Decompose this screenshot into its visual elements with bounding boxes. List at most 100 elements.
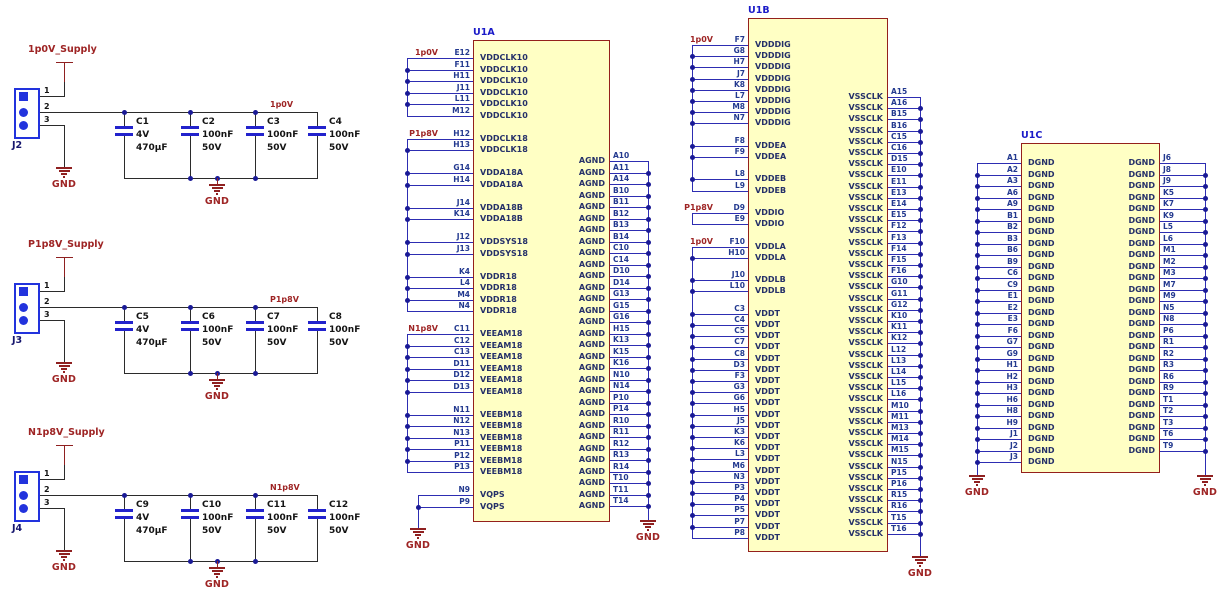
- junction-dot: [646, 274, 651, 279]
- pin-name: VDDT: [755, 488, 780, 497]
- pin-name: AGND: [578, 478, 605, 487]
- pin-number: N11: [453, 404, 470, 414]
- pin-name: VSSCLK: [848, 192, 883, 202]
- junction-dot: [405, 286, 410, 291]
- cap-wire: [255, 307, 256, 321]
- pin-wire: [610, 172, 648, 174]
- net-label: 1p0V: [414, 48, 438, 57]
- pin-number: H14: [453, 174, 470, 184]
- pin-name: VDDEA: [755, 152, 787, 161]
- gnd-label: GND: [51, 179, 77, 190]
- junction-dot: [918, 464, 923, 470]
- pin-name: AGND: [578, 317, 605, 326]
- capacitor-plate: [115, 328, 133, 331]
- pin-wire: [610, 310, 648, 312]
- bus-wire: [418, 495, 419, 529]
- junction-dot: [918, 498, 923, 504]
- pin-number: K7: [1163, 199, 1175, 208]
- bus-wire: [977, 163, 978, 476]
- junction-dot: [690, 479, 695, 485]
- pin-wire: [888, 500, 920, 502]
- pin-wire: [1160, 439, 1205, 440]
- pin-name: AGND: [578, 432, 605, 441]
- pin-name: AGND: [578, 420, 605, 430]
- pin-wire: [610, 356, 648, 358]
- junction-dot: [918, 106, 923, 112]
- gnd-symbol-bar: [645, 526, 651, 528]
- pin-wire: [610, 322, 648, 323]
- pin-number: L8: [735, 169, 745, 179]
- pin-wire: [888, 141, 920, 143]
- pin-number: H2: [1006, 371, 1019, 381]
- bus-wire: [1205, 163, 1206, 476]
- pin-wire: [692, 481, 748, 483]
- junction-dot: [975, 230, 980, 235]
- pin-name: VDDDIG: [755, 118, 791, 128]
- pin-wire: [610, 460, 648, 461]
- pin-wire: [977, 370, 1021, 371]
- junction-dot: [646, 412, 651, 417]
- pin-name: VDDT: [755, 432, 780, 441]
- pin-name: VSSCLK: [848, 136, 883, 146]
- junction-dot: [405, 389, 410, 395]
- pin-number: N10: [613, 369, 630, 379]
- pin-name: AGND: [578, 466, 605, 476]
- capacitor-plate: [181, 509, 199, 512]
- pin-number: M4: [457, 289, 470, 299]
- pin-name: DGND: [1128, 238, 1155, 248]
- pin-name: VSSCLK: [848, 472, 883, 482]
- pin-wire: [888, 388, 920, 390]
- pin-number: J6: [1163, 153, 1172, 162]
- pin-wire: [692, 425, 748, 427]
- capacitor-plate: [115, 509, 133, 512]
- gnd-label: GND: [405, 540, 431, 551]
- pin-wire: [888, 265, 920, 266]
- pin-name: VSSCLK: [848, 248, 883, 258]
- pin-number: T15: [891, 512, 907, 522]
- pin-wire: [888, 433, 920, 434]
- pin-wire: [888, 298, 920, 300]
- bus-wire: [692, 213, 693, 226]
- pin-name: VDDEB: [755, 174, 787, 184]
- gnd-symbol-bar: [56, 362, 72, 364]
- junction-dot: [690, 278, 695, 284]
- junction-dot: [690, 121, 695, 127]
- junction-dot: [187, 110, 193, 115]
- gnd-symbol-bar: [61, 173, 67, 175]
- junction-dot: [405, 424, 410, 429]
- capacitor-value: 50V: [267, 143, 287, 153]
- pin-wire: [888, 231, 920, 233]
- pin-wire: [610, 195, 648, 197]
- pin-number: H13: [453, 140, 470, 149]
- capacitor-plate: [246, 126, 264, 129]
- pin-number: F8: [734, 135, 745, 145]
- net-label: P1p8V: [409, 128, 438, 138]
- pin-number: G6: [733, 393, 745, 403]
- capacitor-plate: [308, 509, 326, 512]
- pin-name: VSSCLK: [848, 304, 883, 314]
- pin-number: P3: [734, 483, 745, 492]
- pin-name: DGND: [1028, 422, 1055, 432]
- pin-name: VDDCLK10: [480, 76, 528, 85]
- pin-wire: [977, 163, 1021, 164]
- pin-name: DGND: [1028, 158, 1055, 167]
- pin-wire: [407, 173, 473, 174]
- junction-dot: [918, 352, 923, 358]
- pin-wire: [610, 471, 648, 473]
- pin-wire: [407, 184, 473, 186]
- pin-name: AGND: [578, 501, 605, 510]
- pin-number: P5: [734, 505, 745, 515]
- pin-wire: [977, 301, 1021, 302]
- pin-number: D15: [891, 154, 908, 164]
- pin-wire: [692, 67, 748, 69]
- pin-wire: [692, 157, 748, 158]
- junction-dot: [918, 307, 923, 313]
- capacitor-plate: [115, 516, 133, 519]
- pin-name: VSSCLK: [848, 260, 883, 269]
- pin-wire: [977, 197, 1021, 199]
- junction-dot: [918, 419, 923, 425]
- junction-dot: [975, 207, 980, 212]
- pin-number: M11: [891, 411, 909, 421]
- pin-name: VDDT: [755, 521, 780, 531]
- pin-name: VSSCLK: [848, 92, 883, 101]
